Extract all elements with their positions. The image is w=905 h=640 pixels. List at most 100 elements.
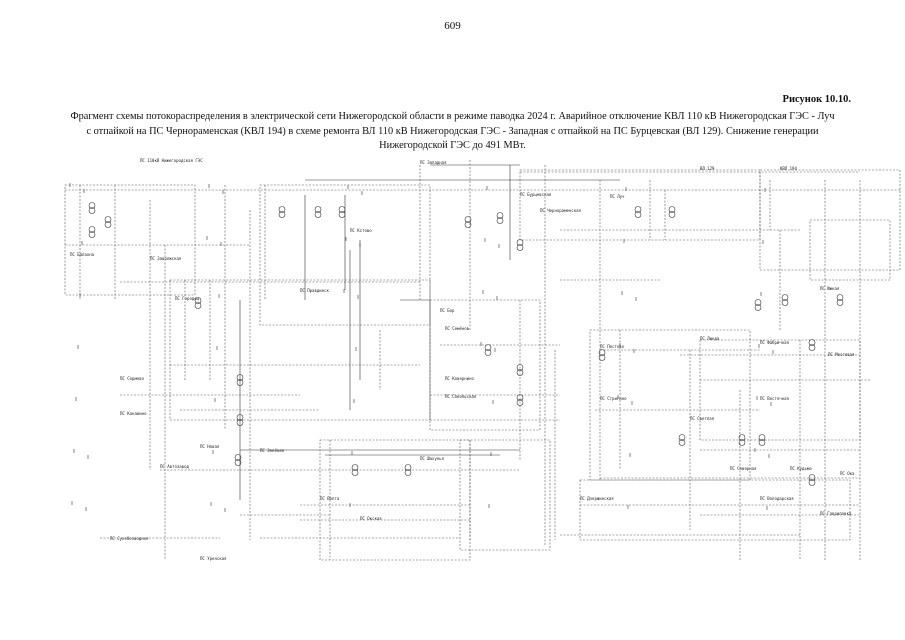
transformer-winding [516,369,524,376]
transformer-winding [516,244,524,251]
substation-zone [809,219,891,281]
transformer-winding [781,294,789,301]
transformer-winding [88,207,96,214]
transformer-winding [194,302,202,309]
transformer-winding [278,206,286,213]
transformer-winding [808,474,816,481]
transformer-winding [678,439,686,446]
substation-zone [429,299,541,431]
station-label: ПС Окская [360,516,382,521]
transformer-winding [104,221,112,228]
transformer-winding [236,419,244,426]
transformer-winding [234,454,242,461]
transformer-winding [236,374,244,381]
transformer-winding [808,344,816,351]
transformer-winding [464,221,472,228]
transformer-winding [484,344,492,351]
transformer-winding [314,211,322,218]
substation-zone [259,184,431,326]
station-label: ПС Светлая [690,416,714,421]
transformer-winding [754,299,762,306]
station-label: ПС Восточная [760,396,789,401]
station-label: ПС Дзержинская [580,496,614,501]
station-label: ПС Бор [440,308,455,313]
transformer-winding [808,479,816,486]
transformer-winding [634,211,642,218]
station-label: ПС Мостовая [828,352,855,357]
transformer-winding [464,216,472,223]
station-label: ПС Шахунья [420,456,444,461]
station-label: ПС Новая [200,444,219,449]
transformer-winding [351,464,359,471]
transformer-winding [836,294,844,301]
transformer-winding [236,379,244,386]
substation-zone [579,479,851,541]
station-label: ПС Ковернино [445,376,474,381]
station-label: ПС Заволжская [150,256,181,261]
station-label: ПС Канавино [120,411,147,416]
station-label: ПС Стригино [600,396,627,401]
station-label: ПС Городец [175,296,200,301]
transformer-winding [404,469,412,476]
transformer-winding [598,354,606,361]
transformer-winding [836,299,844,306]
station-label: ПС Автозавод [160,464,189,469]
transformer-winding [236,414,244,421]
transformer-winding [678,434,686,441]
transformer-winding [88,231,96,238]
page-number: 609 [444,20,461,32]
substation-zone [319,439,471,561]
transformer-winding [351,469,359,476]
transformer-winding [781,299,789,306]
transformer-winding [338,211,346,218]
station-label: ПС Западная [420,160,447,165]
substation-zone [519,169,761,241]
transformer-winding [88,226,96,233]
station-label: ПС Кудьма [790,466,812,471]
station-label: ПС Фабричная [760,340,789,345]
station-label: ПС Гавриловка [820,511,852,516]
transformer-winding [668,206,676,213]
transformer-winding [104,216,112,223]
station-label: ПС Володарская [760,496,794,501]
transformer-winding [668,211,676,218]
transformer-winding [516,399,524,406]
transformer-winding [634,206,642,213]
station-label: ВЛ 129 [700,166,715,171]
station-label: ПС Зелёная [260,448,284,453]
station-label: ПС Линда [700,336,720,341]
transformer-winding [758,434,766,441]
transformer-winding [88,202,96,209]
transformer-winding [314,206,322,213]
transformer-winding [754,304,762,311]
figure-caption: Фрагмент схемы потокораспределения в эле… [70,111,835,151]
transformer-winding [516,239,524,246]
transformer-winding [808,339,816,346]
diagram-equipment [64,169,901,561]
transformer-winding [598,349,606,356]
station-label: ПС Чернораменская [540,208,581,213]
transformer-winding [496,212,504,219]
substation-zone [759,169,901,271]
transformer-winding [338,206,346,213]
station-label: ПС Сормово [120,376,145,381]
station-label: ПС Ока [840,471,855,476]
transformer-winding [758,439,766,446]
station-label: ПС Пестово [600,344,625,349]
station-label: ПС Волга [320,496,340,501]
transformer-winding [516,394,524,401]
transformer-winding [496,217,504,224]
station-label: ПС Балахна [70,252,95,257]
figure-label: Рисунок 10.10. [782,94,851,105]
transformer-winding [278,211,286,218]
transformer-winding [738,434,746,441]
transformer-winding [484,349,492,356]
transformer-winding [738,439,746,446]
transformer-winding [234,459,242,466]
substation-zone [699,339,861,441]
station-label: ПС Правдинск [300,288,329,293]
substation-zone [64,184,196,296]
transformer-winding [194,297,202,304]
station-label: ПС Кстово [350,228,372,233]
station-label: ПС Уренская [200,556,227,561]
